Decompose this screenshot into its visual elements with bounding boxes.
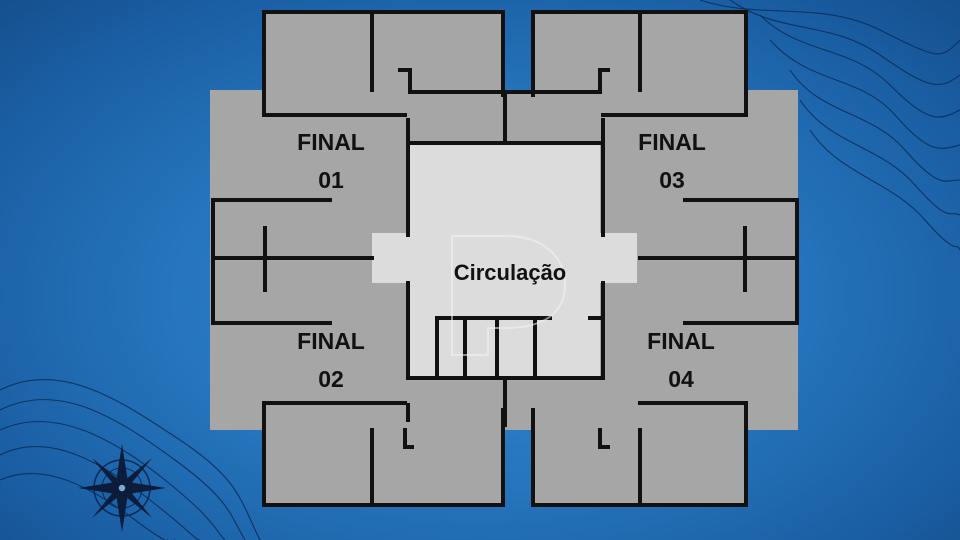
circulation-label: Circulação (454, 260, 567, 285)
unit-04-label-line1: FINAL (647, 328, 715, 354)
walls (211, 10, 799, 507)
contour-lines-bottom-left (0, 379, 261, 540)
unit-01-label-line2: 01 (318, 167, 344, 193)
unit-02-label-line1: FINAL (297, 328, 365, 354)
unit-04-label-line2: 04 (668, 366, 694, 392)
unit-03-label-line2: 03 (659, 167, 685, 193)
unit-02-label-line2: 02 (318, 366, 344, 392)
contour-lines-top-right (699, 0, 960, 251)
watermark-logo-icon (451, 235, 567, 356)
circulation-area (372, 143, 637, 378)
unit-01-label-line1: FINAL (297, 129, 365, 155)
unit-03-label-line1: FINAL (638, 129, 706, 155)
compass-rose-icon (78, 444, 166, 532)
